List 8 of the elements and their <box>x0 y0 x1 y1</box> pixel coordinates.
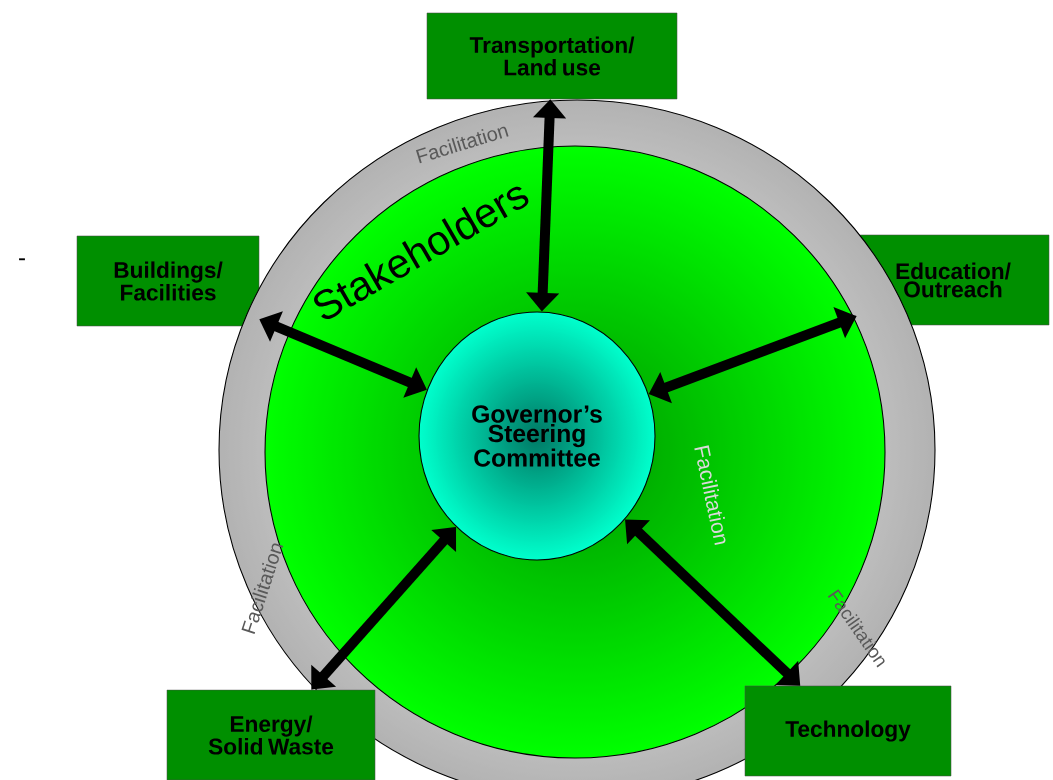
category-box: Energy/ Solid Waste <box>166 689 376 780</box>
dash-mark: - <box>19 258 25 261</box>
category-box: Buildings/ Facilities <box>76 235 260 327</box>
double-arrow <box>625 519 801 686</box>
arc-label: Facilitation <box>694 445 726 546</box>
double-arrow <box>311 527 457 690</box>
category-box: Transportation/ Land use <box>426 12 678 100</box>
category-box: Technology <box>744 685 952 777</box>
